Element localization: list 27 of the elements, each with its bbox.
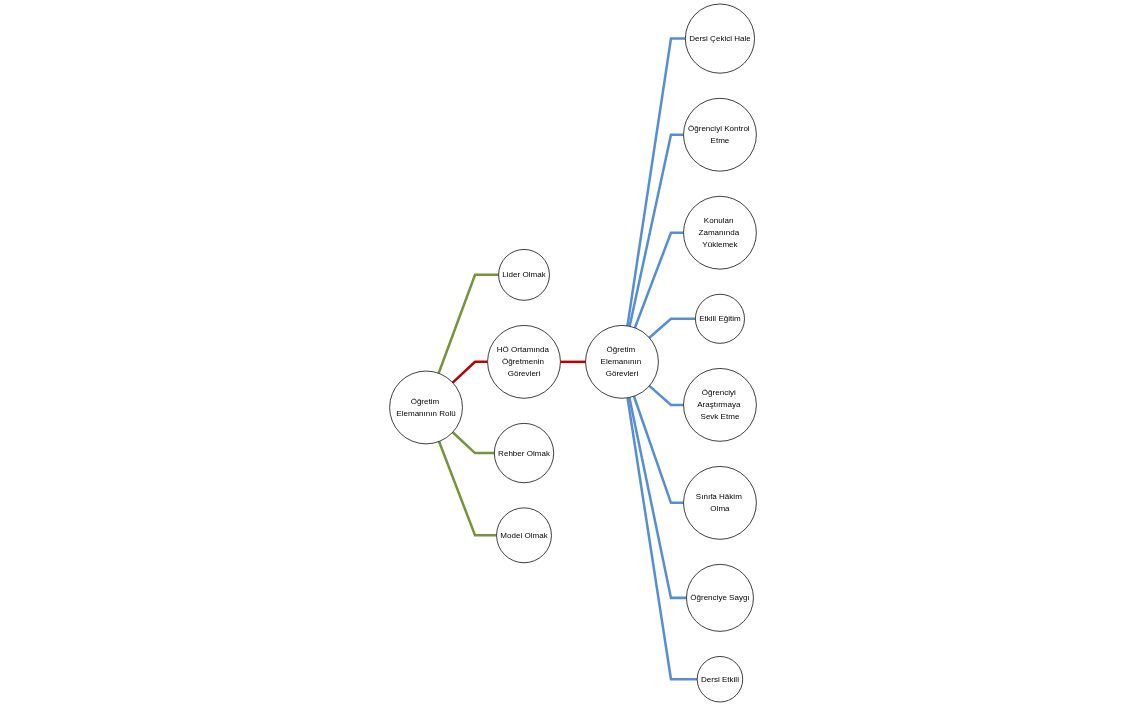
- connector: [632, 395, 684, 505]
- node-circle: Lider Olmak: [498, 249, 550, 301]
- node-circle: Öğrenciyi Araştırmaya Sevk Etme: [683, 368, 757, 442]
- connector: [451, 360, 488, 384]
- node-circle: Sınıfa Hâkim Olma: [683, 466, 757, 540]
- node-circle: Dersi Çekici Hale: [685, 3, 755, 74]
- connector: [648, 317, 696, 339]
- connector: [628, 397, 687, 600]
- connector: [626, 397, 698, 681]
- node-circle: Rehber Olmak: [493, 423, 555, 484]
- node-circle: Etkili Eğitim: [695, 293, 745, 344]
- node-circle: Öğrenciyi Kontrol Etme: [683, 97, 757, 172]
- node-circle: Model Olmak: [496, 507, 552, 564]
- node-circle: HÖ Ortamında Öğretmenin Görevleri: [487, 325, 561, 399]
- connector: [451, 431, 495, 455]
- connector: [560, 360, 586, 364]
- node-circle: Öğretim Elemanının Rolü: [389, 370, 463, 445]
- connector: [626, 37, 686, 326]
- connector: [633, 231, 684, 329]
- node-circle: Öğretim Elemanının Görevleri: [585, 325, 659, 399]
- connector: [437, 273, 499, 374]
- node-circle: Öğrenciye Saygı: [686, 564, 754, 632]
- node-circle: Konuları Zamanında Yüklemek: [683, 195, 757, 270]
- connector: [437, 441, 497, 537]
- node-circle: Dersi Etkili: [696, 656, 744, 703]
- connector: [628, 133, 684, 327]
- connector: [648, 384, 684, 407]
